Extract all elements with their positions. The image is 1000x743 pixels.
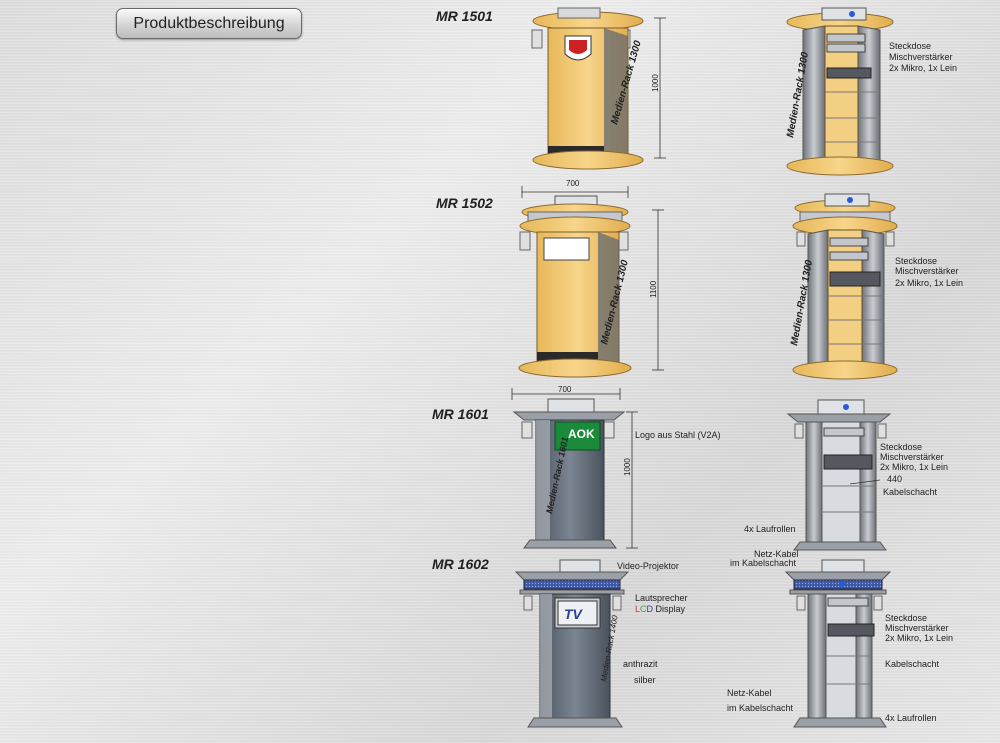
dim-440: 440 [887,474,903,484]
note-silber: silber [634,675,656,685]
note-lautsprecher: Lautsprecher [635,593,688,603]
note-mischverstaerker-4: Mischverstärker [885,623,949,633]
note-video-projektor: Video-Projektor [617,561,679,571]
lcd-letter-l: L [635,604,641,614]
note-mischverstaerker-1: Mischverstärker [889,52,953,62]
mr1502-height-dim: 1100 [649,280,658,298]
mr1501-height-dim: 1000 [651,74,660,92]
note-laufrollen-1: 4x Laufrollen [744,524,796,534]
model-label-mr1602: MR 1602 [432,556,489,572]
lcd-letter-d: D [646,604,654,614]
note-netzkabel-2: Netz-Kabel [727,688,772,698]
note-steckdose-2: Steckdose [895,256,938,266]
note-steckdose-3: Steckdose [880,442,923,452]
mr1602-open-drawing [784,559,892,728]
mr1601-width-dim: 700 [558,385,572,394]
note-kabelschacht-2: Kabelschacht [885,659,940,669]
note-logo-stahl: Logo aus Stahl (V2A) [635,430,721,440]
model-label-mr1502: MR 1502 [436,195,493,211]
city-crest-logo [564,35,592,61]
mr1502-width-dim: 700 [566,179,580,188]
mr1502-open-drawing [792,193,898,380]
note-steckdose-1: Steckdose [889,41,932,51]
note-netzkabel-1: Netz-Kabel [754,549,799,559]
aok-logo [554,421,601,451]
mr1501-open-drawing [786,7,894,176]
note-laufrollen-2: 4x Laufrollen [885,713,937,723]
note-mikro-3: 2x Mikro, 1x Lein [880,462,949,472]
mr1501-front-drawing [531,7,666,170]
mr1601-front-drawing [511,388,638,549]
note-im-kabelschacht-2: im Kabelschacht [727,703,794,713]
lcd-letter-c: C [640,604,647,614]
aok-logo-text: AOK [568,427,595,441]
mr1601-height-dim: 1000 [623,458,632,476]
note-mischverstaerker-2: Mischverstärker [895,266,959,276]
mr1602-front-drawing [514,559,630,728]
note-im-kabelschacht-1: im Kabelschacht [730,558,797,568]
mr1601-open-drawing [786,399,892,551]
note-mikro-2: 2x Mikro, 1x Lein [895,278,964,288]
note-lcd-display: LCD Display [635,604,685,614]
model-label-mr1501: MR 1501 [436,8,493,24]
model-label-mr1601: MR 1601 [432,406,489,422]
mr1502-front-drawing [518,186,664,378]
note-mikro-4: 2x Mikro, 1x Lein [885,633,954,643]
note-mischverstaerker-3: Mischverstärker [880,452,944,462]
note-anthrazit: anthrazit [623,659,658,669]
note-mikro-1: 2x Mikro, 1x Lein [889,63,958,73]
note-steckdose-4: Steckdose [885,613,928,623]
note-kabelschacht-1: Kabelschacht [883,487,938,497]
produktbeschreibung-button[interactable]: Produktbeschreibung [116,8,302,39]
tv-screen-text: TV [564,606,584,622]
lcd-display-word: Display [653,604,686,614]
